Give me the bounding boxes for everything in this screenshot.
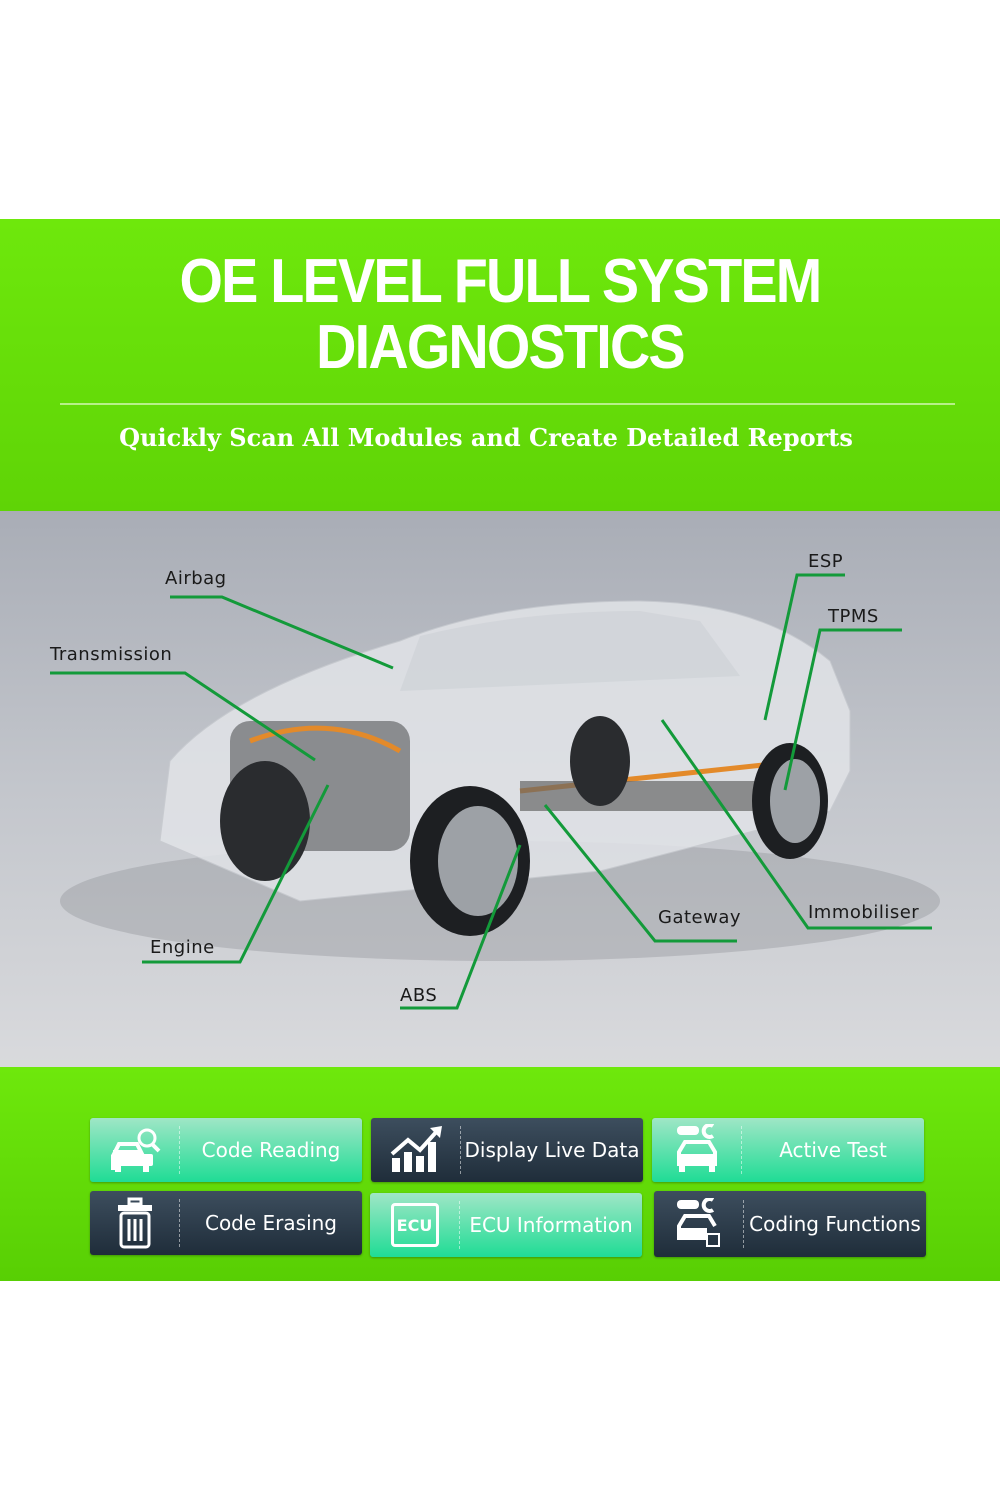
car-search-icon	[110, 1128, 160, 1172]
car-chip-icon	[676, 1198, 720, 1247]
label-abs: ABS	[400, 985, 438, 1006]
code-reading-button[interactable]: Code Reading	[90, 1118, 362, 1182]
code-erasing-label: Code Erasing	[204, 1211, 338, 1235]
display-live-data-label: Display Live Data	[464, 1138, 640, 1162]
features-panel: Code Reading Display Live Data Active Te…	[0, 1067, 1000, 1281]
trash-icon	[117, 1197, 152, 1249]
ecu-information-label: ECU Information	[469, 1213, 633, 1237]
car-diagram: Airbag Transmission Engine ABS ESP TPMS …	[0, 511, 1000, 1067]
title-line-1: OE LEVEL FULL SYSTEM	[179, 247, 823, 316]
label-transmission: Transmission	[50, 644, 173, 665]
code-erasing-button[interactable]: Code Erasing	[90, 1191, 362, 1255]
subtitle: Quickly Scan All Modules and Create Deta…	[119, 423, 853, 452]
label-engine: Engine	[150, 937, 215, 958]
divider	[60, 403, 955, 405]
active-test-button[interactable]: Active Test	[652, 1118, 924, 1182]
coding-functions-button[interactable]: Coding Functions	[654, 1191, 926, 1257]
chart-up-icon	[390, 1126, 442, 1172]
label-immobiliser: Immobiliser	[808, 902, 920, 923]
label-airbag: Airbag	[165, 568, 227, 589]
display-live-data-button[interactable]: Display Live Data	[371, 1118, 643, 1182]
active-test-label: Active Test	[779, 1138, 887, 1162]
car-illustration	[50, 573, 940, 1010]
code-reading-label: Code Reading	[201, 1138, 341, 1162]
ecu-information-button[interactable]: ECU ECU Information	[370, 1193, 642, 1257]
callout-lines	[50, 573, 932, 1010]
label-esp: ESP	[808, 551, 844, 572]
ecu-icon: ECU	[390, 1203, 439, 1247]
label-tpms: TPMS	[828, 606, 879, 627]
coding-functions-label: Coding Functions	[749, 1212, 921, 1236]
car-wrench-icon	[676, 1124, 717, 1172]
title-line-2: DIAGNOSTICS	[316, 313, 686, 382]
label-gateway: Gateway	[658, 907, 742, 928]
